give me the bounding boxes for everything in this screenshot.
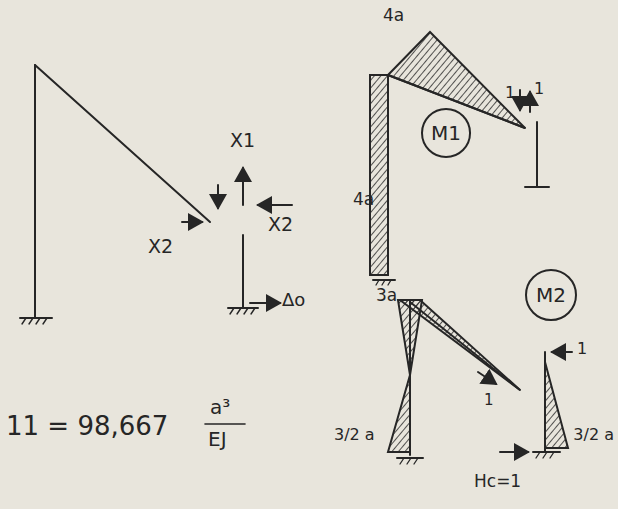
sketch-label: 1 xyxy=(534,80,544,98)
sketch-label: EJ xyxy=(208,428,227,450)
sketch-label: 1 xyxy=(577,340,587,358)
sketch-label: 4a xyxy=(353,190,374,209)
sketch-label: 3/2 a xyxy=(334,426,375,444)
sketch-label: 4a xyxy=(383,6,404,25)
sketch-label: 1 xyxy=(484,392,494,409)
diagram-name: M2 xyxy=(536,285,566,305)
sketch-label: 3a xyxy=(376,286,397,305)
sketch-label: Δo xyxy=(282,290,305,310)
sketch-label: a³ xyxy=(210,396,230,418)
sketch-label: 1 xyxy=(505,84,515,102)
sketch-label: 3/2 a xyxy=(573,426,614,444)
sketch-label: X2 xyxy=(268,214,293,235)
sketch-label: X1 xyxy=(230,130,255,151)
moment-diagram-circle: M1 xyxy=(420,107,472,159)
sketch-label: X2 xyxy=(148,236,173,257)
diagram-name: M1 xyxy=(431,123,461,143)
moment-diagram-circle: M2 xyxy=(524,268,578,322)
sketch-label: 11 = 98,667 xyxy=(6,412,168,441)
sketch-label: Hc=1 xyxy=(474,472,521,491)
